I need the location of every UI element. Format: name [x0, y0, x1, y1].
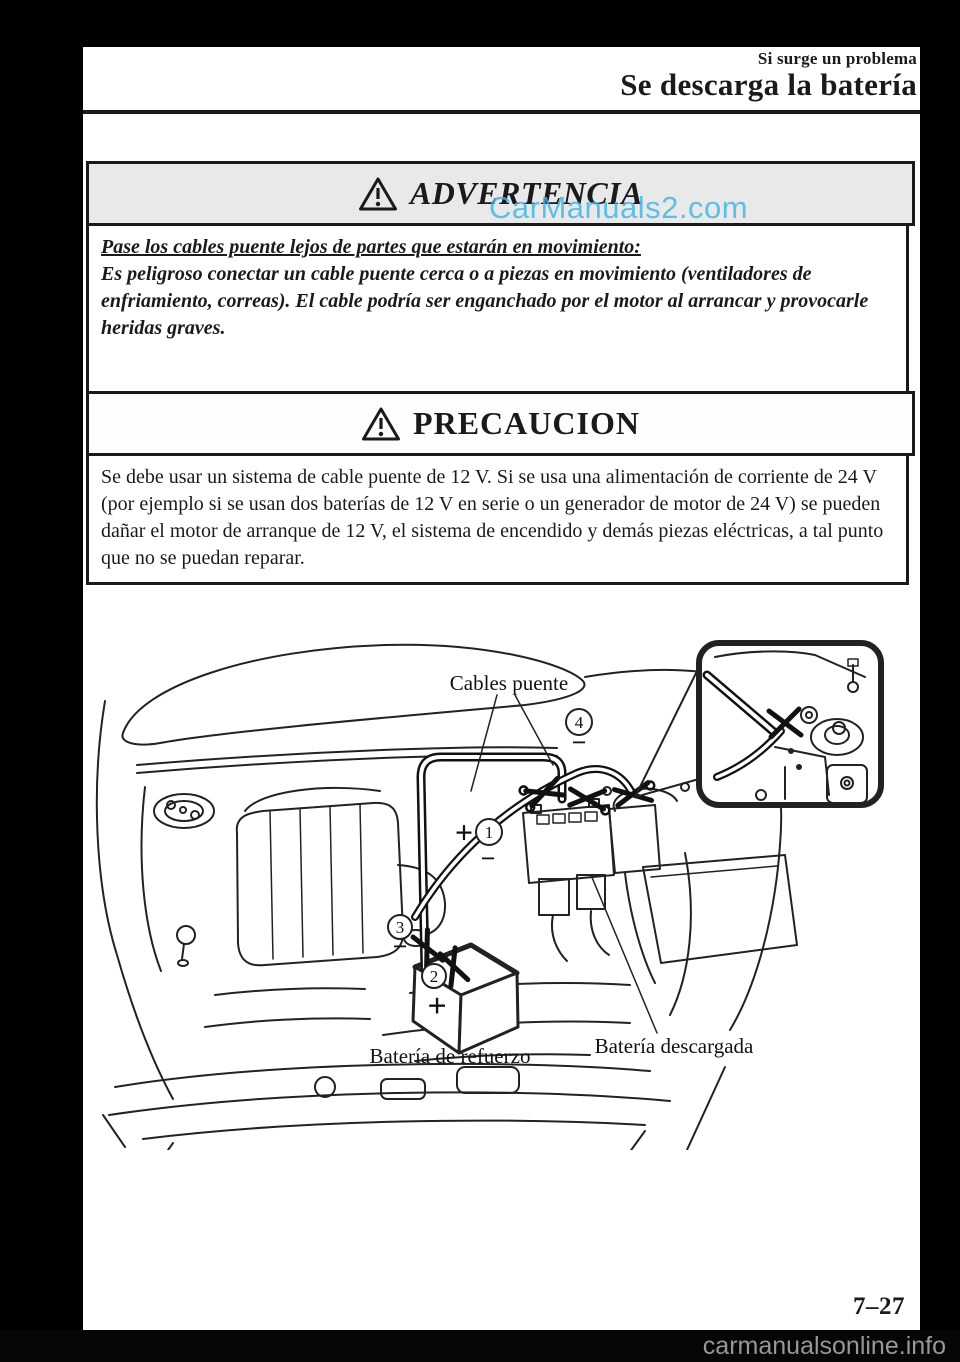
- marker-3: 3: [396, 918, 405, 937]
- label-jumper-cables: Cables puente: [450, 671, 568, 695]
- discharged-battery: [522, 798, 661, 984]
- diagram-labels: Cables puente Batería de refuerzo Baterí…: [370, 671, 755, 1068]
- header-rule: [83, 110, 920, 114]
- label-discharged-battery: Batería descargada: [595, 1034, 754, 1058]
- caution-title: PRECAUCION: [413, 405, 640, 441]
- clamp-booster-negative: [410, 927, 446, 971]
- watermark-carmanualsonline[interactable]: carmanualsonline.info: [702, 1331, 946, 1360]
- clamp-ground: [611, 780, 656, 808]
- page-number: 7–27: [853, 1293, 905, 1320]
- marker-4: 4: [575, 713, 584, 732]
- warning-title: ADVERTENCIA: [409, 175, 644, 211]
- washer-cap: [176, 925, 196, 967]
- caution-title-box: PRECAUCION: [86, 391, 915, 456]
- marker-3-minus: −: [393, 932, 408, 961]
- warning-body-box: Pase los cables puente lejos de partes q…: [86, 223, 909, 399]
- clamp-discharged-second: [567, 786, 611, 816]
- bottom-watermark-bar: carmanualsonline.info: [0, 1330, 960, 1362]
- air-cleaner-box: [642, 854, 798, 964]
- warning-triangle-icon: [358, 177, 397, 210]
- marker-2-plus: +: [427, 988, 446, 1025]
- marker-1-plus: +: [455, 814, 473, 850]
- car-body-outline: [95, 643, 783, 1150]
- leader-lines: [470, 694, 658, 1034]
- manual-page: Si surge un problema Se descarga la bate…: [83, 47, 920, 1330]
- jumper-cable-positive: [416, 752, 567, 975]
- label-booster-battery: Batería de refuerzo: [370, 1044, 531, 1068]
- clamp-booster-positive: [437, 945, 471, 989]
- page-title: Se descarga la batería: [620, 67, 917, 102]
- ground-point-inset: [634, 640, 884, 808]
- strut-tower-left: [153, 793, 215, 829]
- clamp-discharged-positive: [518, 775, 567, 813]
- marker-1: 1: [485, 823, 494, 842]
- caution-text: Se debe usar un sistema de cable puente …: [101, 466, 884, 569]
- booster-battery: [411, 942, 520, 1055]
- marker-4-minus: −: [572, 728, 587, 757]
- caution-body-box: Se debe usar un sistema de cable puente …: [86, 453, 909, 585]
- engine-bay-diagram: 4 − 1 + − 3 − 2 + Cables puente Batería …: [95, 640, 884, 1150]
- warning-title-box: ADVERTENCIA: [86, 161, 915, 226]
- chapter-label: Si surge un problema: [757, 49, 917, 68]
- warning-heading: Pase los cables puente lejos de partes q…: [101, 236, 641, 258]
- marker-2: 2: [430, 967, 439, 986]
- warning-text: Es peligroso conectar un cable puente ce…: [101, 263, 869, 339]
- step-markers: 4 − 1 + − 3 − 2 +: [387, 708, 593, 1025]
- watermark-carmanuals2[interactable]: CarManuals2.com: [489, 190, 749, 225]
- marker-1-minus: −: [481, 844, 496, 873]
- caution-triangle-icon: [362, 407, 401, 440]
